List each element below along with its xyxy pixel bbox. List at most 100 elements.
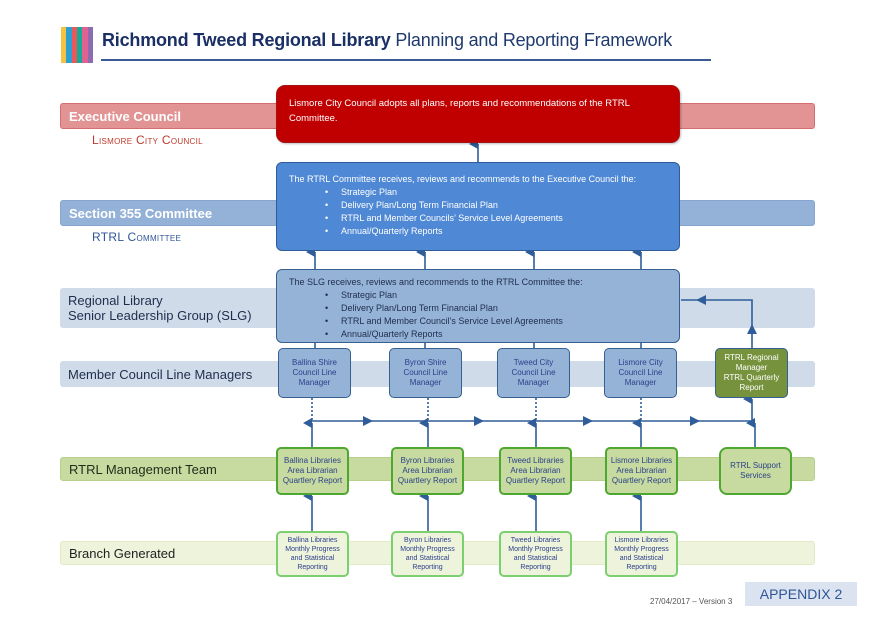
node-line: Reporting bbox=[412, 564, 443, 571]
node-line: Reporting bbox=[520, 564, 551, 571]
logo-stripe bbox=[66, 27, 72, 63]
committee-list: Strategic Plan Delivery Plan/Long Term F… bbox=[289, 186, 667, 238]
node-line: Council Line bbox=[511, 368, 556, 377]
node-line: Tweed Libraries bbox=[510, 537, 561, 544]
node-line: Quartlery Report bbox=[611, 476, 672, 485]
logo-stripe bbox=[71, 27, 77, 63]
node-line: Byron Libraries bbox=[400, 456, 455, 465]
date-version: 27/04/2017 – Version 3 bbox=[650, 597, 733, 606]
node-line: Ballina Libraries bbox=[287, 537, 338, 544]
node-line: Quartlery Report bbox=[505, 476, 566, 485]
node-line: RTRL Support bbox=[730, 461, 781, 470]
node-line: Tweed Libraries bbox=[507, 456, 564, 465]
title-underline bbox=[101, 59, 711, 61]
node-line: Byron Shire bbox=[404, 358, 447, 367]
node-line: and Statistical bbox=[405, 555, 450, 562]
band-label-line2: Senior Leadership Group (SLG) bbox=[68, 308, 252, 323]
node-line: Reporting bbox=[297, 564, 328, 571]
list-item: Strategic Plan bbox=[325, 186, 667, 199]
node-line: Lismore City bbox=[618, 358, 663, 367]
box-intro: The RTRL Committee receives, reviews and… bbox=[289, 174, 637, 184]
node-line: Quartlery Report bbox=[282, 476, 343, 485]
appendix-text: APPENDIX 2 bbox=[759, 586, 843, 602]
node-line: Monthly Progress bbox=[614, 546, 669, 553]
arrow-head bbox=[696, 295, 706, 305]
logo-stripe bbox=[87, 27, 93, 63]
node-line: Services bbox=[740, 471, 771, 480]
node-line: Report bbox=[739, 383, 764, 392]
node-line: Monthly Progress bbox=[400, 546, 455, 553]
node-line: Area Librarian bbox=[287, 466, 338, 475]
band-label-line1: Regional Library bbox=[68, 293, 163, 308]
node-line: Manager bbox=[517, 378, 550, 387]
list-item: RTRL and Member Council’s Service Level … bbox=[325, 315, 667, 328]
committee-box: The RTRL Committee receives, reviews and… bbox=[276, 162, 680, 251]
logo-stripe bbox=[82, 27, 88, 63]
band-label: Executive Council bbox=[69, 108, 181, 124]
node-line: Manager bbox=[298, 378, 331, 387]
band-label: Section 355 Committee bbox=[69, 205, 213, 221]
executive-adoption-box: Lismore City Council adopts all plans, r… bbox=[276, 85, 680, 143]
arrow-head bbox=[747, 324, 757, 334]
band-label: Member Council Line Managers bbox=[68, 366, 253, 382]
list-item: Delivery Plan/Long Term Financial Plan bbox=[325, 199, 667, 212]
node-line: Lismore Libraries bbox=[614, 537, 669, 544]
flow-arrow bbox=[363, 416, 373, 426]
node-line: Monthly Progress bbox=[285, 546, 340, 553]
node-line: Area Librarian bbox=[510, 466, 561, 475]
node-line: Reporting bbox=[626, 564, 657, 571]
node-line: RTRL Regional bbox=[724, 353, 779, 362]
node-line: Quartlery Report bbox=[397, 476, 458, 485]
title-rest: Planning and Reporting Framework bbox=[395, 30, 673, 50]
node-line: Tweed City bbox=[513, 358, 554, 367]
node-line: Ballina Shire bbox=[292, 358, 337, 367]
node-line: Area Librarian bbox=[402, 466, 453, 475]
page-title: Richmond Tweed Regional Library Planning… bbox=[102, 30, 672, 51]
node-line: Manager bbox=[735, 363, 768, 372]
box-text: Lismore City Council adopts all plans, r… bbox=[289, 98, 630, 124]
node-line: and Statistical bbox=[619, 555, 664, 562]
title-bold: Richmond Tweed Regional Library bbox=[102, 30, 391, 50]
node-line: Ballina Libraries bbox=[284, 456, 341, 465]
band-label: RTRL Management Team bbox=[69, 461, 217, 477]
node-line: Monthly Progress bbox=[508, 546, 563, 553]
list-item: Annual/Quarterly Reports bbox=[325, 328, 667, 341]
node-line: Council Line bbox=[292, 368, 337, 377]
slg-box: The SLG receives, reviews and recommends… bbox=[276, 269, 680, 343]
list-item: Strategic Plan bbox=[325, 289, 667, 302]
logo-stripe bbox=[61, 27, 67, 63]
node-line: Manager bbox=[624, 378, 657, 387]
node-line: RTRL Quarterly bbox=[723, 373, 780, 382]
executive-sub-label: Lismore City Council bbox=[92, 133, 203, 147]
node-line: Council Line bbox=[403, 368, 448, 377]
node-line: and Statistical bbox=[513, 555, 558, 562]
node-line: Council Line bbox=[618, 368, 663, 377]
band-label: Branch Generated bbox=[69, 545, 176, 561]
node-line: Byron Libraries bbox=[403, 537, 452, 544]
list-item: RTRL and Member Councils’ Service Level … bbox=[325, 212, 667, 225]
node-line: Lismore Libraries bbox=[610, 456, 673, 465]
node-line: and Statistical bbox=[290, 555, 335, 562]
flow-arrow bbox=[583, 416, 593, 426]
arrow-rm-to-slg bbox=[681, 299, 753, 348]
list-item: Annual/Quarterly Reports bbox=[325, 225, 667, 238]
flow-arrow bbox=[474, 416, 484, 426]
flow-arrow bbox=[690, 416, 700, 426]
section355-sub-label: RTRL Committee bbox=[92, 230, 182, 244]
logo-stripe bbox=[76, 27, 83, 63]
box-intro: The SLG receives, reviews and recommends… bbox=[289, 277, 583, 287]
